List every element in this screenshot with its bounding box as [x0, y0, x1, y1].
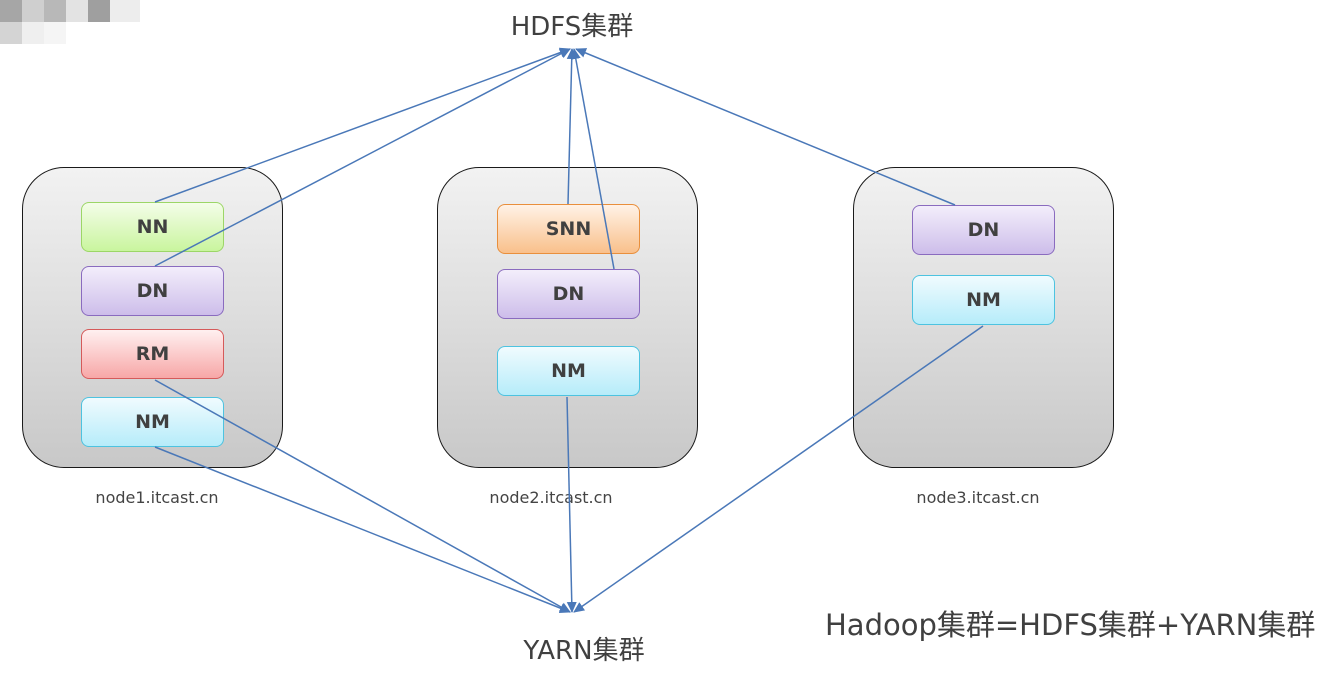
- node1-nodemanager: NM: [81, 397, 224, 447]
- node1-namenode: NN: [81, 202, 224, 252]
- node1-resourcemanager: RM: [81, 329, 224, 379]
- hadoop-formula-text: Hadoop集群=HDFS集群+YARN集群: [825, 608, 1316, 642]
- node3-nodemanager: NM: [912, 275, 1055, 325]
- node2-nodemanager: NM: [497, 346, 640, 396]
- node2-secondarynamenode: SNN: [497, 204, 640, 254]
- node1-hostname: node1.itcast.cn: [95, 488, 219, 507]
- node2-hostname: node2.itcast.cn: [489, 488, 613, 507]
- arrow-node1-nm-to-yarn: [154, 446, 571, 613]
- node2-datanode: DN: [497, 269, 640, 319]
- node1-datanode: DN: [81, 266, 224, 316]
- node3-datanode: DN: [912, 205, 1055, 255]
- yarn-cluster-title: YARN集群: [523, 636, 645, 666]
- node3-hostname: node3.itcast.cn: [916, 488, 1040, 507]
- hdfs-cluster-title: HDFS集群: [510, 12, 634, 42]
